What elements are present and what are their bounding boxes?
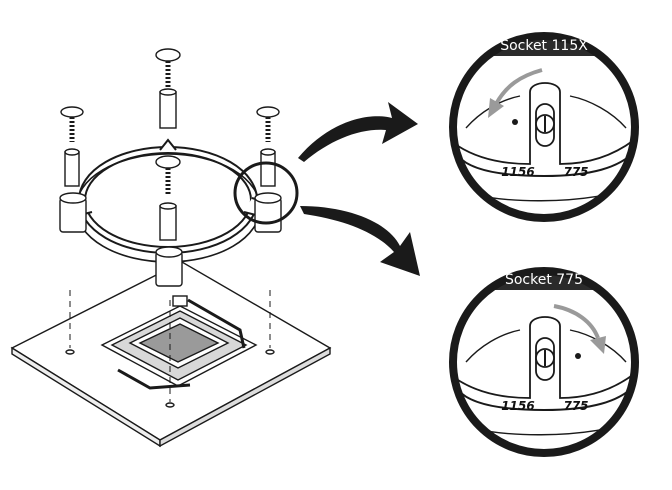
highlight-circle [233, 161, 299, 225]
cpu-socket [100, 295, 258, 390]
mark-1156: 1156 [501, 399, 534, 413]
standoff-screws [59, 48, 282, 287]
arrow-to-bottom-detail [300, 206, 420, 276]
detail-label: Socket 115X [500, 38, 588, 54]
arrow-to-top-detail [298, 102, 418, 162]
mark-775: 775 [563, 165, 588, 179]
detail-socket-775: Socket 775 1156 775 [449, 267, 639, 457]
detail-socket-115x: Socket 115X 1156 775 [449, 32, 639, 222]
alignment-lines [69, 290, 271, 402]
mark-1156: 1156 [501, 165, 534, 179]
mark-775: 775 [563, 399, 588, 413]
detail-label: Socket 775 [505, 272, 583, 288]
